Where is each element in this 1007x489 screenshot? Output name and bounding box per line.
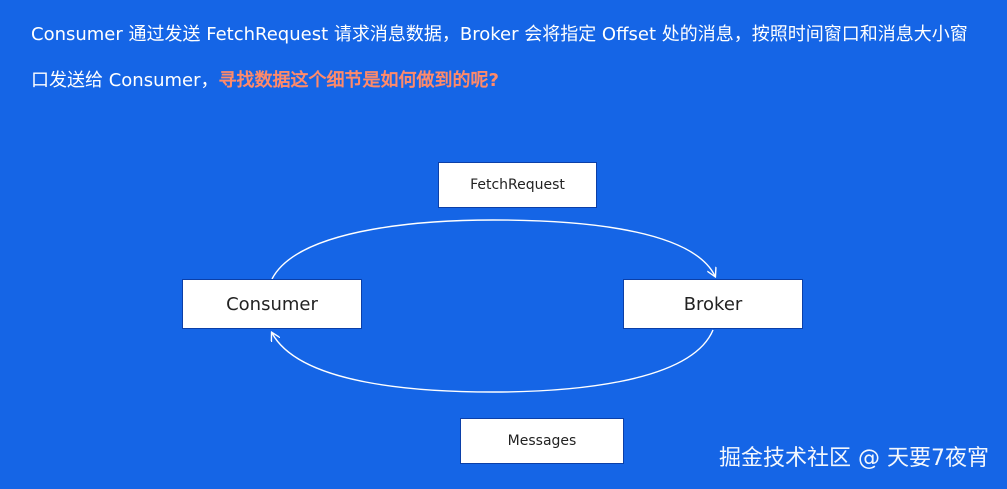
- consumer-label: Consumer: [226, 293, 318, 315]
- watermark: 掘金技术社区 @ 天要7夜宵: [719, 446, 989, 471]
- messages-label: Messages: [507, 433, 577, 449]
- request-arrow: [271, 219, 715, 280]
- fetch-request-label: FetchRequest: [470, 177, 565, 193]
- broker-label: Broker: [683, 293, 743, 315]
- response-arrow: [272, 329, 714, 393]
- intro-text: Consumer 通过发送 FetchRequest 请求消息数据，Broker…: [31, 24, 968, 91]
- broker-box: Broker: [623, 279, 803, 329]
- messages-box: Messages: [460, 418, 624, 464]
- fetch-request-box: FetchRequest: [438, 162, 597, 208]
- intro-paragraph: Consumer 通过发送 FetchRequest 请求消息数据，Broker…: [31, 12, 981, 104]
- intro-highlight: 寻找数据这个细节是如何做到的呢?: [218, 70, 499, 91]
- consumer-box: Consumer: [182, 279, 362, 329]
